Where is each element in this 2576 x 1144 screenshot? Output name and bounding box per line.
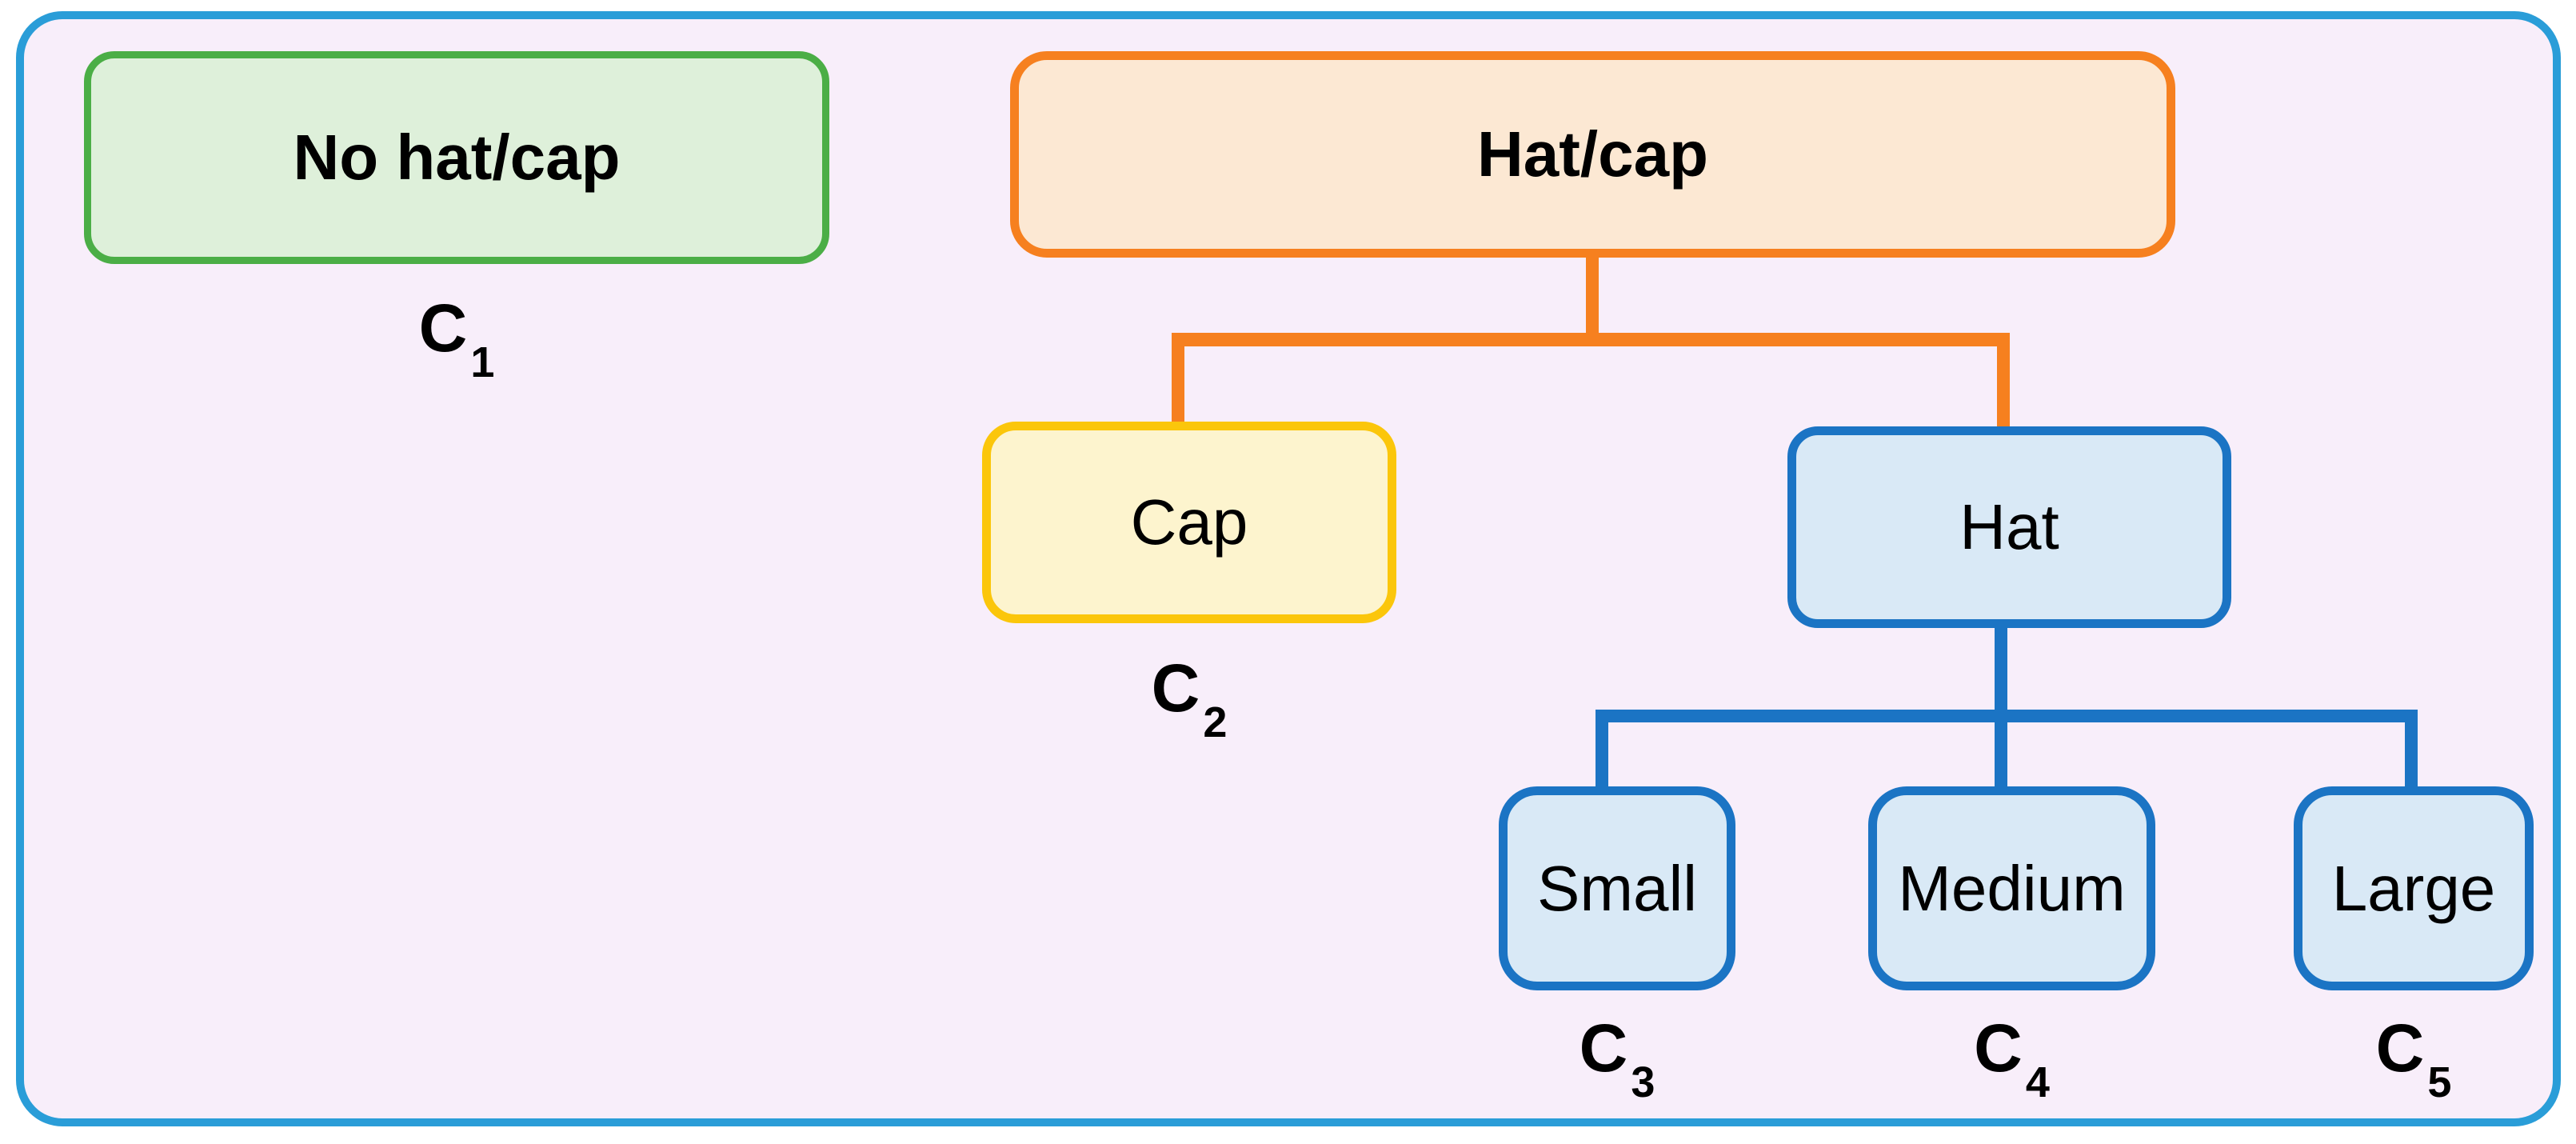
node-large-label: Large bbox=[2331, 852, 2496, 924]
node-hat: Hat bbox=[1787, 426, 2231, 628]
node-small-label: Small bbox=[1536, 852, 1698, 924]
node-hat-label: Hat bbox=[1959, 491, 2059, 562]
class-label-c3: C3 bbox=[1499, 1010, 1735, 1106]
class-label-c5: C5 bbox=[2294, 1010, 2534, 1106]
node-large: Large bbox=[2294, 786, 2534, 990]
node-no-hat-cap: No hat/cap bbox=[84, 51, 829, 264]
node-cap: Cap bbox=[982, 422, 1396, 623]
node-cap-label: Cap bbox=[1130, 486, 1248, 558]
node-hat-cap-label: Hat/cap bbox=[1477, 118, 1708, 190]
class-label-c1: C1 bbox=[84, 290, 829, 386]
class-label-c4-main: C bbox=[1974, 1010, 2023, 1086]
connector-hat-to-large bbox=[2405, 710, 2418, 791]
connector-hatcap-stem bbox=[1586, 254, 1599, 344]
class-label-c2-main: C bbox=[1151, 650, 1200, 726]
node-medium: Medium bbox=[1868, 786, 2155, 990]
connector-hat-to-medium bbox=[1995, 710, 2007, 791]
class-label-c3-subscript: 3 bbox=[1631, 1058, 1655, 1106]
node-hat-cap: Hat/cap bbox=[1010, 51, 2175, 258]
connector-hatcap-to-hat bbox=[1997, 333, 2010, 432]
class-label-c4: C4 bbox=[1868, 1010, 2155, 1106]
connector-hat-to-small bbox=[1596, 710, 1608, 791]
class-label-c2-subscript: 2 bbox=[1203, 698, 1228, 746]
node-small: Small bbox=[1499, 786, 1735, 990]
class-label-c3-main: C bbox=[1579, 1010, 1628, 1086]
class-label-c4-subscript: 4 bbox=[2025, 1058, 2050, 1106]
connector-hatcap-horizontal bbox=[1172, 333, 2010, 346]
node-medium-label: Medium bbox=[1898, 852, 2126, 924]
connector-hat-stem bbox=[1995, 622, 2007, 713]
class-label-c1-subscript: 1 bbox=[470, 338, 495, 386]
class-label-c2: C2 bbox=[982, 650, 1396, 746]
class-label-c5-main: C bbox=[2375, 1010, 2425, 1086]
class-label-c5-subscript: 5 bbox=[2427, 1058, 2452, 1106]
connector-hatcap-to-cap bbox=[1172, 333, 1184, 427]
node-no-hat-cap-label: No hat/cap bbox=[293, 122, 621, 193]
class-label-c1-main: C bbox=[418, 290, 468, 366]
